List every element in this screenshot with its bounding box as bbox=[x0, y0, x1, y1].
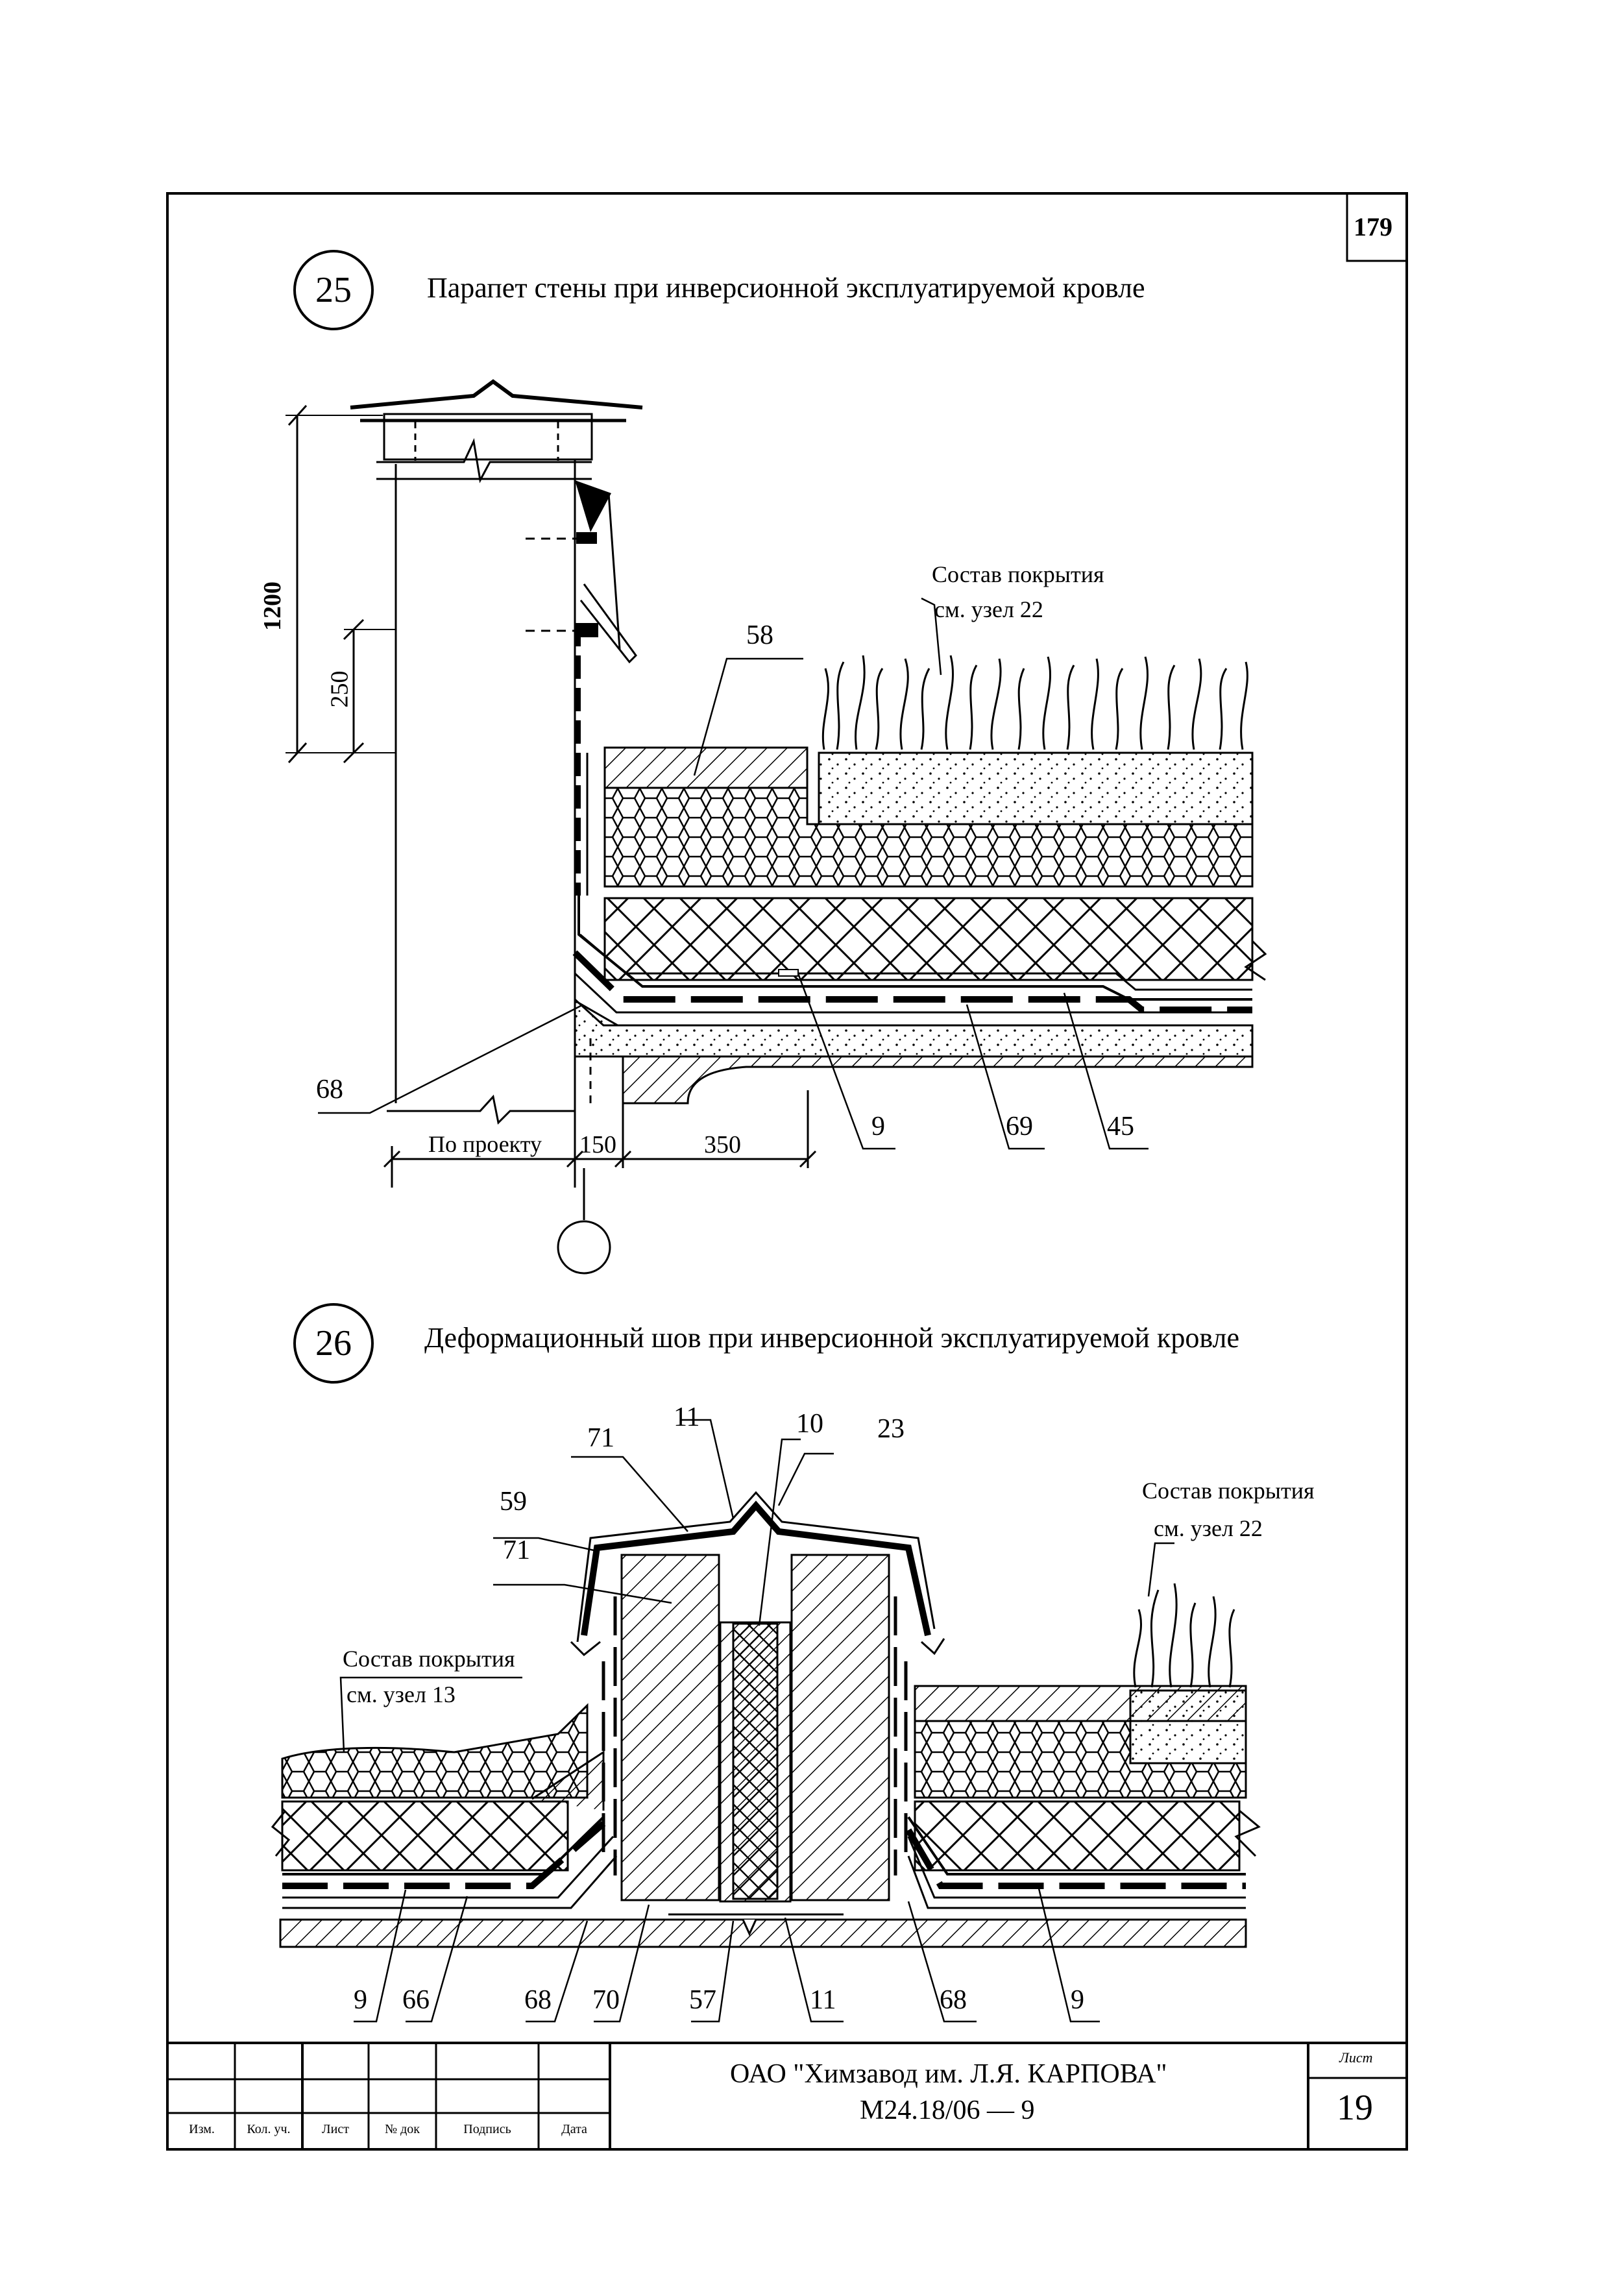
dim-250: 250 bbox=[326, 670, 354, 708]
covering-note-26r-line2: см. узел 22 bbox=[1154, 1515, 1263, 1541]
callout-45: 45 bbox=[1107, 1112, 1134, 1142]
callout-68: 68 bbox=[316, 1075, 343, 1105]
node-26-marker: 26 bbox=[293, 1303, 374, 1384]
callout-11-bottom: 11 bbox=[810, 1985, 836, 2015]
node-25-number: 25 bbox=[315, 270, 352, 310]
dim-150: 150 bbox=[579, 1131, 616, 1158]
title-block-org: ОАО "Химзавод им. Л.Я. КАРПОВА" bbox=[730, 2059, 1167, 2089]
covering-note-26l-line2: см. узел 13 bbox=[346, 1681, 456, 1707]
dim-350: 350 bbox=[704, 1131, 741, 1158]
covering-note-26l-line1: Состав покрытия bbox=[343, 1646, 515, 1672]
callout-9-left: 9 bbox=[354, 1985, 367, 2015]
callout-69: 69 bbox=[1006, 1112, 1033, 1142]
callout-10: 10 bbox=[796, 1409, 823, 1439]
callout-23: 23 bbox=[877, 1414, 905, 1444]
dim-1200: 1200 bbox=[259, 581, 286, 631]
callout-70: 70 bbox=[592, 1985, 620, 2015]
callout-11-top: 11 bbox=[674, 1402, 700, 1432]
node-25-title: Парапет стены при инверсионной эксплуати… bbox=[427, 272, 1145, 304]
title-block-sheet-label: Лист bbox=[1339, 2049, 1373, 2066]
callout-9-right: 9 bbox=[1071, 1985, 1084, 2015]
stamp-col-izm: Изм. bbox=[189, 2122, 215, 2136]
covering-note-26r-line1: Состав покрытия bbox=[1142, 1478, 1315, 1504]
page-number: 179 bbox=[1354, 212, 1392, 241]
callout-68-right: 68 bbox=[940, 1985, 967, 2015]
stamp-col-sign: Подпись bbox=[463, 2122, 511, 2136]
callout-68-left: 68 bbox=[524, 1985, 552, 2015]
covering-note-25-line1: Состав покрытия bbox=[932, 561, 1104, 587]
callout-59: 59 bbox=[500, 1487, 527, 1517]
node-26-title: Деформационный шов при инверсионной эксп… bbox=[424, 1322, 1240, 1354]
callout-9: 9 bbox=[871, 1112, 885, 1142]
dim-wall: По проекту bbox=[428, 1131, 542, 1157]
stamp-col-doc: № док bbox=[385, 2122, 420, 2136]
stamp-col-date: Дата bbox=[561, 2122, 587, 2136]
callout-71-mid: 71 bbox=[503, 1535, 530, 1565]
callout-71-top: 71 bbox=[587, 1423, 614, 1453]
callout-57: 57 bbox=[689, 1985, 716, 2015]
node-26-number: 26 bbox=[315, 1323, 352, 1363]
node-25-marker: 25 bbox=[293, 250, 374, 330]
callout-58: 58 bbox=[746, 620, 773, 650]
covering-note-25-line2: см. узел 22 bbox=[934, 596, 1043, 622]
title-block-sheet-number: 19 bbox=[1337, 2088, 1373, 2128]
stamp-col-list: Лист bbox=[322, 2122, 349, 2136]
callout-66: 66 bbox=[402, 1985, 430, 2015]
stamp-col-kol: Кол. уч. bbox=[247, 2122, 291, 2136]
title-block-code: М24.18/06 — 9 bbox=[860, 2095, 1035, 2125]
